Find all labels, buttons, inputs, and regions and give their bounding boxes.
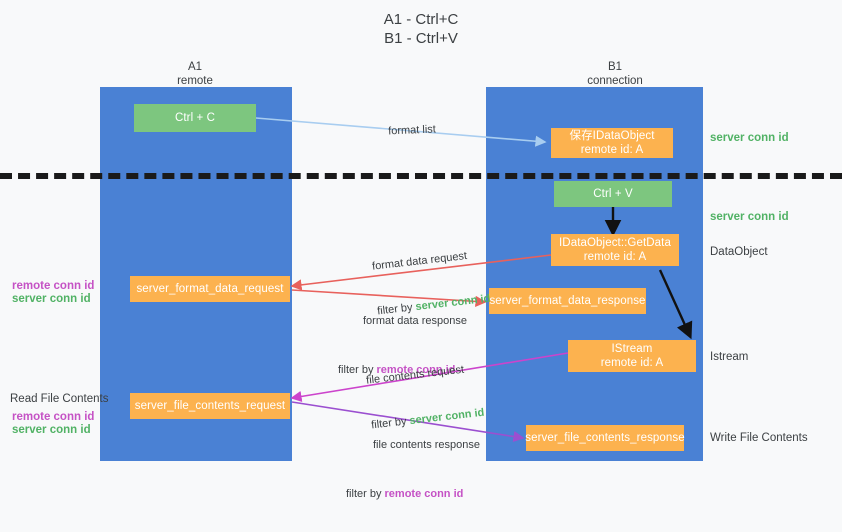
annotation-remote-conn-id-2: remote conn id: [12, 411, 95, 423]
edge-label-format-data-response-line2: filter by remote conn id: [338, 363, 467, 378]
node-istream-line1: IStream: [611, 343, 653, 355]
node-idataobject-getdata[interactable]: IDataObject::GetData remote id: A: [551, 234, 679, 266]
node-server-format-data-response[interactable]: server_format_data_response: [489, 288, 646, 314]
annotation-write-file-contents: Write File Contents: [710, 432, 808, 444]
annotation-read-file-contents: Read File Contents: [10, 393, 109, 405]
page-title: A1 - Ctrl+C B1 - Ctrl+V: [383, 11, 459, 47]
annotation-dataobject: DataObject: [710, 246, 768, 258]
node-save-idataobject[interactable]: 保存IDataObject remote id: A: [551, 128, 673, 158]
node-server-format-data-request[interactable]: server_format_data_request: [130, 276, 290, 302]
edge-label-format-data-request-line1: format data request: [371, 250, 468, 273]
lane-header-a1: A1 remote: [120, 60, 270, 88]
node-ctrl-v-label: Ctrl + V: [593, 188, 633, 200]
lane-header-b1: B1 connection: [540, 60, 690, 88]
node-save-idataobject-line1: 保存IDataObject: [569, 130, 655, 142]
filter-key-remote-conn-id: remote conn id: [376, 364, 456, 376]
node-ctrl-c[interactable]: Ctrl + C: [134, 104, 256, 132]
filter-key-remote-conn-id: remote conn id: [384, 488, 464, 500]
arrow-file-contents-response: [291, 401, 525, 443]
edge-label-format-data-response-line1: format data response: [363, 315, 467, 327]
lane-header-a1-name: A1: [187, 61, 203, 73]
arrow-getdata-to-istream: [658, 269, 693, 340]
edge-label-file-contents-response-line1: file contents response: [373, 439, 481, 451]
edge-label-file-contents-response: file contents response filter by remote …: [346, 408, 481, 532]
arrow-layer: [255, 117, 693, 443]
node-ctrl-v[interactable]: Ctrl + V: [554, 181, 672, 207]
node-save-idataobject-line2: remote id: A: [580, 144, 644, 156]
annotation-remote-conn-id-1: remote conn id: [12, 280, 95, 292]
filter-prefix: filter by: [346, 488, 385, 500]
annotation-server-conn-id-2: server conn id: [12, 424, 91, 436]
diagram-canvas: A1 - Ctrl+C B1 - Ctrl+V A1 remote B1 con…: [0, 11, 842, 500]
arrow-format-list: [255, 117, 547, 147]
node-server-file-contents-request-label: server_file_contents_request: [134, 400, 286, 412]
node-istream[interactable]: IStream remote id: A: [568, 340, 696, 372]
lane-header-b1-name: B1: [607, 61, 623, 73]
arrow-file-contents-request: [290, 352, 569, 402]
node-server-file-contents-response-label: server_file_contents_response: [525, 432, 685, 444]
arrow-format-data-request: [290, 254, 552, 291]
node-istream-line2: remote id: A: [600, 357, 664, 369]
node-server-format-data-response-label: server_format_data_response: [489, 295, 646, 307]
node-getdata-line2: remote id: A: [583, 251, 647, 263]
edge-label-file-contents-response-line2: filter by remote conn id: [346, 487, 480, 502]
annotation-istream: Istream: [710, 351, 749, 363]
annotation-server-conn-id-1: server conn id: [12, 293, 91, 305]
annotation-server-conn-id-top: server conn id: [710, 132, 789, 144]
edge-label-format-list-text: format list: [387, 123, 437, 138]
annotation-server-conn-id-mid: server conn id: [710, 211, 789, 223]
edge-label-file-contents-request-line1: file contents request: [365, 363, 465, 387]
node-server-file-contents-response[interactable]: server_file_contents_response: [525, 425, 685, 451]
edge-label-format-data-response: format data response filter by remote co…: [338, 284, 467, 408]
arrow-format-data-response: [291, 289, 487, 307]
filter-prefix: filter by: [338, 364, 377, 376]
node-ctrl-c-label: Ctrl + C: [174, 112, 216, 124]
phase-divider: [0, 173, 842, 179]
node-server-file-contents-request[interactable]: server_file_contents_request: [130, 393, 290, 419]
node-server-format-data-request-label: server_format_data_request: [136, 283, 284, 295]
lane-header-b1-sub: connection: [587, 75, 643, 87]
edge-label-format-list: format list: [375, 107, 437, 155]
node-getdata-line1: IDataObject::GetData: [559, 237, 671, 249]
lane-header-a1-sub: remote: [177, 75, 213, 87]
